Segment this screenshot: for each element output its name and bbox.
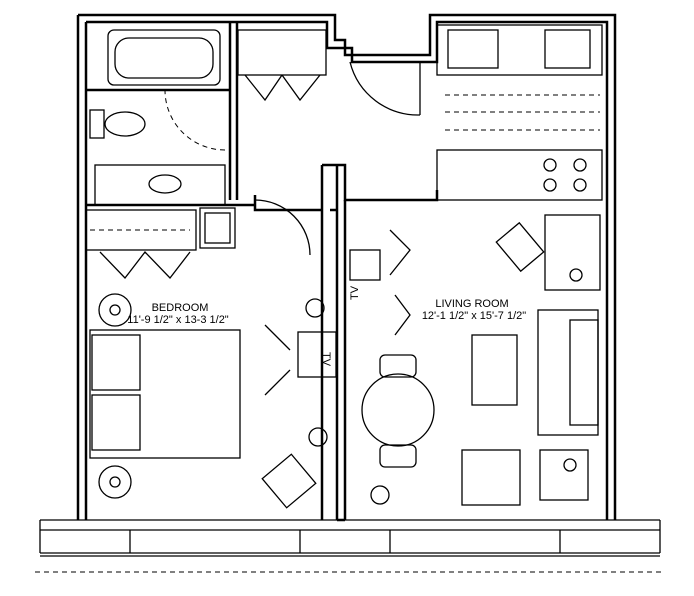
kitchen xyxy=(436,24,603,201)
exterior-walls xyxy=(76,13,617,520)
living-room-name: LIVING ROOM xyxy=(435,298,508,310)
window-wall xyxy=(35,519,665,573)
bath-door-swing xyxy=(164,89,226,151)
tv-label-living: TV xyxy=(349,285,361,300)
closet-hall xyxy=(237,29,327,102)
bathtub xyxy=(107,29,221,86)
bedroom-door-swing xyxy=(254,199,311,256)
vanity-sink xyxy=(94,164,226,206)
bedroom-name: BEDROOM xyxy=(152,302,209,314)
tv-label-bedroom: TV xyxy=(320,352,332,367)
toilet xyxy=(89,109,146,139)
living-room-dimensions: 12'-1 1/2" x 15'-7 1/2" xyxy=(422,310,526,322)
living-furniture xyxy=(349,214,601,506)
bedroom-dimensions: 11'-9 1/2" x 13-3 1/2" xyxy=(127,314,229,326)
bedroom-furniture xyxy=(89,293,560,521)
entry-door-swing xyxy=(349,61,421,116)
bedroom-closet xyxy=(85,207,236,279)
